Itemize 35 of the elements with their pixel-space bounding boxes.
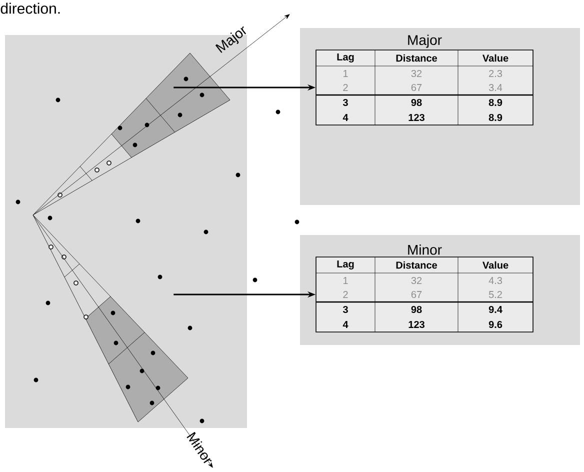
data-table [316,244,534,332]
table-cell: 2.3 [489,70,502,78]
table-cell: Lag [337,260,354,270]
table-cell: 9.4 [488,306,502,314]
table-title: Minor [408,244,442,255]
table-cell: 4.3 [488,276,502,284]
table-cell: 123 [408,320,424,328]
data-table [316,34,534,126]
table-cell: 67 [411,84,422,92]
table-cell: Value [482,261,508,269]
table-cell: 4 [342,114,348,121]
table-cell: 32 [411,70,422,78]
table-cell: 3.4 [488,84,502,92]
table-cell: 123 [408,114,424,122]
title-text: direction. [0,2,60,14]
table-cell: Distance [396,261,437,269]
table-cell: 8.9 [488,98,502,106]
table-cell: 5.2 [488,290,502,298]
table-title: Major [408,34,442,48]
table-cell: 32 [411,276,422,284]
table-cell: 4 [342,321,348,328]
table-cell: 2 [343,84,348,91]
table-cell: 1 [344,277,348,284]
table-cell: 2 [343,291,348,298]
table-cell: 67 [411,290,422,298]
table-cell: 98 [411,98,422,106]
table-cell: Lag [337,54,354,62]
table-cell: 8.9 [488,114,502,122]
table-cell: Distance [396,54,437,62]
table-cell: 3 [342,98,348,106]
table-cell: 3 [342,306,348,314]
table-cell: 98 [411,306,422,314]
table-cell: Value [482,54,508,62]
table-cell: 9.6 [488,320,502,328]
table-cell: 1 [344,70,348,77]
